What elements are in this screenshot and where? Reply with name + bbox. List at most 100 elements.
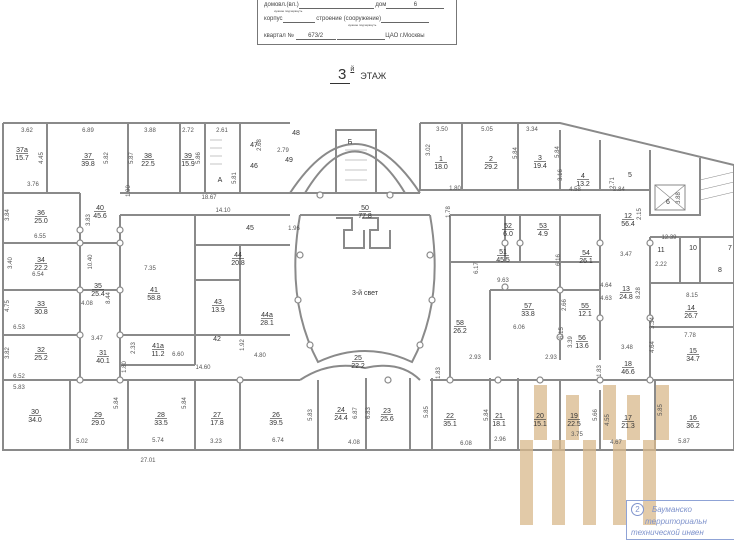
room-number: 52 xyxy=(504,223,512,230)
dimension-label: 3.34 xyxy=(650,317,656,329)
room-number: 47 xyxy=(250,142,258,149)
dimension-label: 8.15 xyxy=(686,293,698,299)
room-number: Б xyxy=(348,139,353,146)
stroenie-label: строение (сооружение) xyxy=(316,16,382,22)
room-area: 18.0 xyxy=(434,164,448,171)
dimension-label: 4.80 xyxy=(254,353,266,359)
room-number: 21 xyxy=(495,413,503,420)
room-number: 51 xyxy=(499,249,507,256)
room-number: 3 xyxy=(538,155,542,162)
room-area: 25.6 xyxy=(380,416,394,423)
dimension-label: 6.52 xyxy=(13,374,25,380)
dimension-label: 8.44 xyxy=(106,292,112,304)
column xyxy=(426,251,434,259)
room-number: 44 xyxy=(234,252,242,259)
dimension-label: 5.87 xyxy=(678,439,690,445)
dimension-label: 3.40 xyxy=(8,257,14,269)
atrium-label: 3-й свет xyxy=(352,289,379,297)
dimension-label: 18.67 xyxy=(201,195,217,201)
dimension-label: 5.83 xyxy=(308,409,314,421)
room-area: 25.4 xyxy=(91,291,105,298)
room-number: 50 xyxy=(361,205,369,212)
dimension-label: 3.50 xyxy=(436,127,448,133)
dimension-label: 6.08 xyxy=(460,441,472,447)
room-number: 54 xyxy=(582,250,590,257)
dimension-label: 2.93 xyxy=(469,355,481,361)
column xyxy=(494,376,502,384)
room-area: 20.8 xyxy=(231,260,245,267)
room-area: 36.2 xyxy=(686,423,700,430)
room-number: 18 xyxy=(624,361,632,368)
dimension-label: 4.45 xyxy=(39,152,45,164)
column xyxy=(76,331,84,339)
dimension-label: 2.66 xyxy=(562,299,568,311)
dimension-label: 3.82 xyxy=(5,347,11,359)
floor-suffix: й xyxy=(350,66,355,73)
room-number: 24 xyxy=(337,407,345,414)
dimension-label: 5.81 xyxy=(232,172,238,184)
dimension-label: 5.82 xyxy=(104,152,110,164)
column xyxy=(501,283,509,291)
room-area: 39.8 xyxy=(81,161,95,168)
room-area: 46.6 xyxy=(621,369,635,376)
dimension-label: 5.83 xyxy=(13,385,25,391)
floor-label: ЭТАЖ xyxy=(360,71,387,81)
highlight-overlay xyxy=(520,385,669,525)
column xyxy=(556,286,564,294)
column xyxy=(116,226,124,234)
dimension-label: 4.08 xyxy=(81,301,93,307)
dimension-label: 12.39 xyxy=(661,235,677,241)
dimension-label: 4.58 xyxy=(569,187,581,193)
room-area: 22.5 xyxy=(567,421,581,428)
dimension-label: 5.74 xyxy=(152,438,164,444)
dimension-label: 6.06 xyxy=(513,325,525,331)
dimension-label: 3.84 xyxy=(5,209,11,221)
room-area: 25.2 xyxy=(34,355,48,362)
column xyxy=(596,314,604,322)
room-number: 1 xyxy=(439,156,443,163)
room-number: 17 xyxy=(624,415,632,422)
dimension-label: 1.90 xyxy=(126,185,132,197)
dimension-label: 4.67 xyxy=(610,440,622,446)
room-number: А xyxy=(218,177,223,184)
room-area: 26.2 xyxy=(453,328,467,335)
dimension-label: 6.54 xyxy=(32,272,44,278)
room-number: 32 xyxy=(37,347,45,354)
dimension-label: 6.16 xyxy=(556,254,562,266)
dimension-label: 3.39 xyxy=(568,336,574,348)
room-number: 14 xyxy=(687,305,695,312)
dimension-label: 3.47 xyxy=(91,336,103,342)
room-area: 13.2 xyxy=(576,181,590,188)
district-label: ЦАО г.Москвы xyxy=(385,33,425,39)
column xyxy=(76,376,84,384)
room-number: 37а xyxy=(16,147,28,154)
room-number: 46 xyxy=(250,163,258,170)
dimension-label: 9.63 xyxy=(497,278,509,284)
room-number: 6 xyxy=(666,199,670,206)
room-area: 22.2 xyxy=(351,363,365,370)
dimension-label: 2.71 xyxy=(610,177,616,189)
dimension-label: 3.02 xyxy=(426,144,432,156)
dimension-label: 1.83 xyxy=(436,367,442,379)
column xyxy=(536,376,544,384)
room-area: 30.8 xyxy=(34,309,48,316)
room-area: 25.0 xyxy=(34,218,48,225)
hint-text: нужное подчеркнуть xyxy=(348,23,377,27)
column xyxy=(296,251,304,259)
room-area: 24.4 xyxy=(334,415,348,422)
room-area: 4.9 xyxy=(538,231,548,238)
column xyxy=(236,376,244,384)
room-number: 13 xyxy=(622,286,630,293)
korpus-line: корпус строение (сооружение) xyxy=(264,16,430,23)
dimension-label: 3.34 xyxy=(526,127,538,133)
room-number: 5 xyxy=(628,172,632,179)
stamp-line: территориальн xyxy=(645,517,707,526)
room-number: 35 xyxy=(94,283,102,290)
room-area: 15.7 xyxy=(15,155,29,162)
room-number: 57 xyxy=(524,303,532,310)
kvartal-value: 673/2 xyxy=(295,33,336,40)
column xyxy=(428,296,436,304)
